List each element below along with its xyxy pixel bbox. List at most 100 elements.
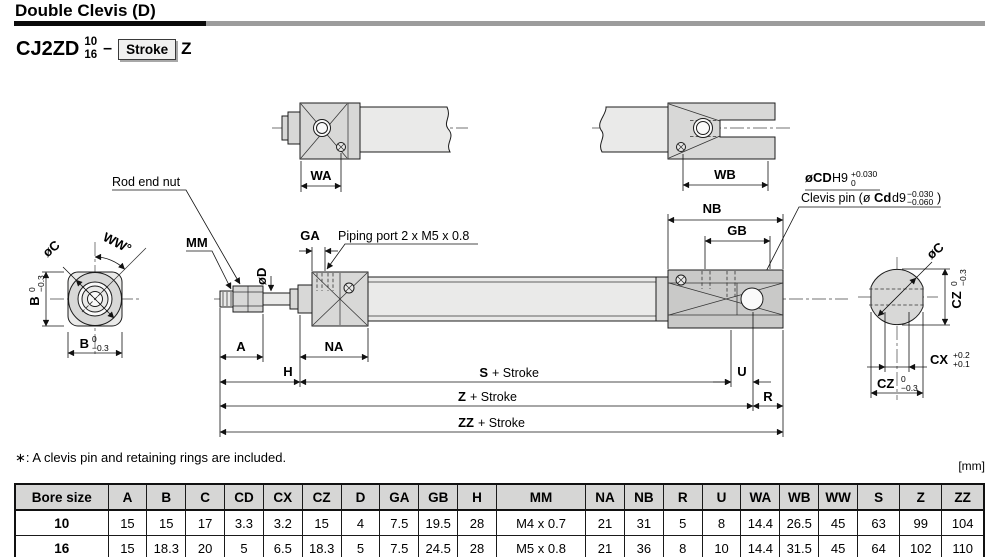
col-header: WW [818,483,859,511]
cell: 5 [662,509,703,536]
c-dia-label-right: øC [924,239,947,262]
ga-label: GA [300,228,320,243]
col-header: CZ [301,483,342,511]
na-label: NA [325,339,344,354]
b-tol-lo: −0.3 [36,275,46,292]
cx-tol-lo: +0.1 [953,359,970,369]
cell: 99 [899,509,943,536]
z-label: Z [458,389,466,404]
zz-label: ZZ [458,415,474,430]
model-bore-options: 10 16 [84,36,97,62]
c-dia-label-left: øC [40,237,63,260]
upper-callouts: Rod end nut MM øD GA Piping port 2 x M5 … [112,175,784,292]
screw-icon [343,282,355,294]
nb-label: NB [703,201,722,216]
cz-tol-lo: −0.3 [958,269,968,286]
cell: 3.2 [262,509,303,536]
cz-tol-hi2: 0 [901,374,906,384]
b-tol-hi2: 0 [92,334,97,344]
right-end-view: øC CZ 0 −0.3 CX +0.2 +0.1 CZ [858,239,970,400]
cell: 5 [340,535,381,557]
cx-tol-hi: +0.2 [953,350,970,360]
cx-label: CX [930,352,948,367]
b-label-vertical: B [27,296,42,305]
cell: 102 [899,535,943,557]
col-header: U [701,483,742,511]
col-header: CX [262,483,303,511]
col-header: R [662,483,703,511]
ww-label: WW° [101,229,134,256]
cell: 5 [224,535,264,557]
screw-icon [676,142,686,152]
b-tol-hi: 0 [27,287,37,292]
col-header: C [185,483,226,511]
gb-label: GB [727,223,747,238]
pin-tol-lo: −0.060 [907,197,934,207]
cell: 15 [107,509,148,536]
dimensions-table: Bore size A B C CD CX CZ D GA GB H MM NA… [14,483,985,557]
col-header: WA [740,483,781,511]
cell: 15 [146,509,187,536]
model-suffix: Z [181,39,192,58]
cz-tol-lo2: −0.3 [901,383,918,393]
cell: 36 [623,535,664,557]
s-label: S [479,365,488,380]
b-label-horizontal: B [80,336,89,351]
model-series: CJ2ZD [16,37,80,60]
cell: 45 [818,535,859,557]
cell: 15 [301,509,342,536]
pin-fit-label: d9 [892,191,906,205]
rod-end-nut-label: Rod end nut [112,175,181,189]
zz-plus-stroke: + Stroke [478,416,525,430]
cell: 21 [585,509,625,536]
pin-label-bold: Cd [874,190,891,205]
pin-tol-hi: −0.030 [907,189,934,199]
dim-label-wa: WA [311,168,333,183]
pin-label-pre: Clevis pin (ø [801,191,871,205]
cell: 64 [857,535,901,557]
cd-dia-label: øCD [805,170,832,185]
cell: 8 [701,509,742,536]
cell: 7.5 [379,509,420,536]
screw-icon [336,142,346,152]
cz-label-horizontal: CZ [877,376,894,391]
table-header-row: Bore size A B C CD CX CZ D GA GB H MM NA… [14,483,985,511]
cz-tol-hi: 0 [949,281,959,286]
cell: 14.4 [740,535,781,557]
cell: 19.5 [418,509,459,536]
cell: 7.5 [379,535,420,557]
model-separator: – [103,40,113,57]
h-label: H [283,364,292,379]
cell: 110 [941,535,985,557]
cell: 8 [662,535,703,557]
title-underline-black [14,21,206,26]
cell: M5 x 0.8 [495,535,587,557]
cell: 17 [185,509,226,536]
cd-tol-hi: +0.030 [851,169,878,179]
mm-label: MM [186,235,208,250]
col-header: NB [623,483,664,511]
screw-icon [675,274,687,286]
cell: 45 [818,509,859,536]
cell: 28 [457,509,497,536]
cell: M4 x 0.7 [495,509,587,536]
col-header: WB [779,483,820,511]
b-tol-lo2: −0.3 [92,343,109,353]
cell: 31 [623,509,664,536]
col-header: GB [418,483,459,511]
cell: 4 [340,509,381,536]
cell: 6.5 [262,535,303,557]
col-header: S [857,483,901,511]
cell: 31.5 [779,535,820,557]
u-label: U [737,364,746,379]
clevis-pin-hole [740,287,764,311]
col-header: CD [224,483,264,511]
cd-tol-lo: 0 [851,178,856,188]
cz-label-vertical: CZ [949,291,964,308]
cell: 18.3 [301,535,342,557]
model-stroke-box: Stroke [118,38,177,60]
cell-bore: 10 [14,509,109,536]
cell: 14.4 [740,509,781,536]
